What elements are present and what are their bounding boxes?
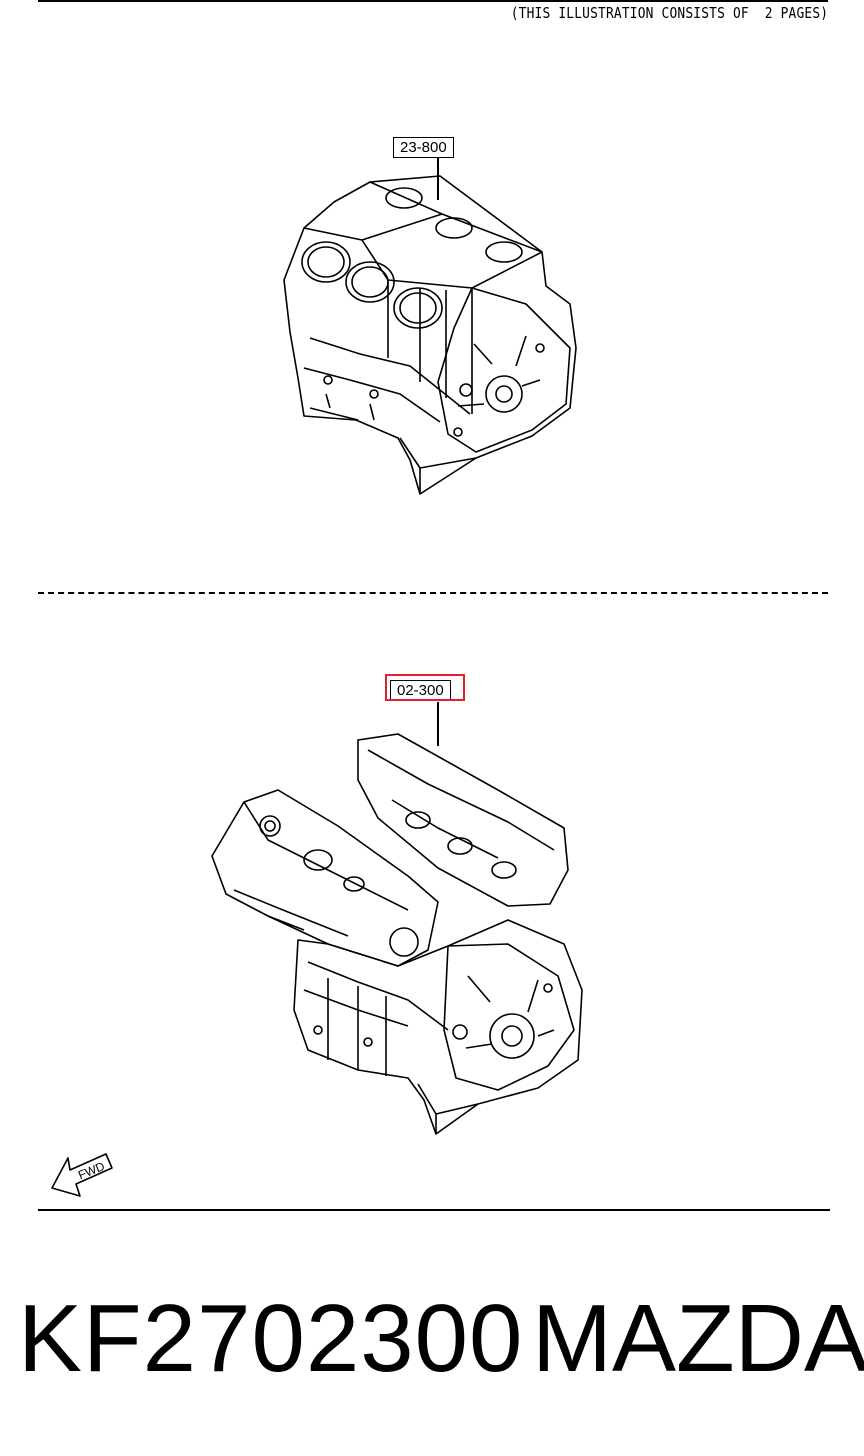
- lower-leader-line: [437, 702, 439, 746]
- short-block-illustration: [283, 175, 577, 495]
- top-rule: [38, 0, 828, 2]
- fwd-label: FWD: [76, 1159, 107, 1182]
- illustration-page-note: (THIS ILLUSTRATION CONSISTS OF 2 PAGES): [510, 4, 828, 22]
- bottom-rule: [38, 1209, 830, 1211]
- page-divider: [38, 592, 828, 594]
- callout-02-300[interactable]: 02-300: [390, 680, 451, 701]
- engine-assembly-illustration: [211, 733, 583, 1135]
- part-number: KF2702300: [18, 1285, 524, 1392]
- upper-leader-line: [437, 158, 439, 200]
- callout-23-800[interactable]: 23-800: [393, 137, 454, 158]
- manufacturer-name: MAZDA: [532, 1285, 864, 1392]
- fwd-arrow-icon: FWD: [51, 1153, 113, 1197]
